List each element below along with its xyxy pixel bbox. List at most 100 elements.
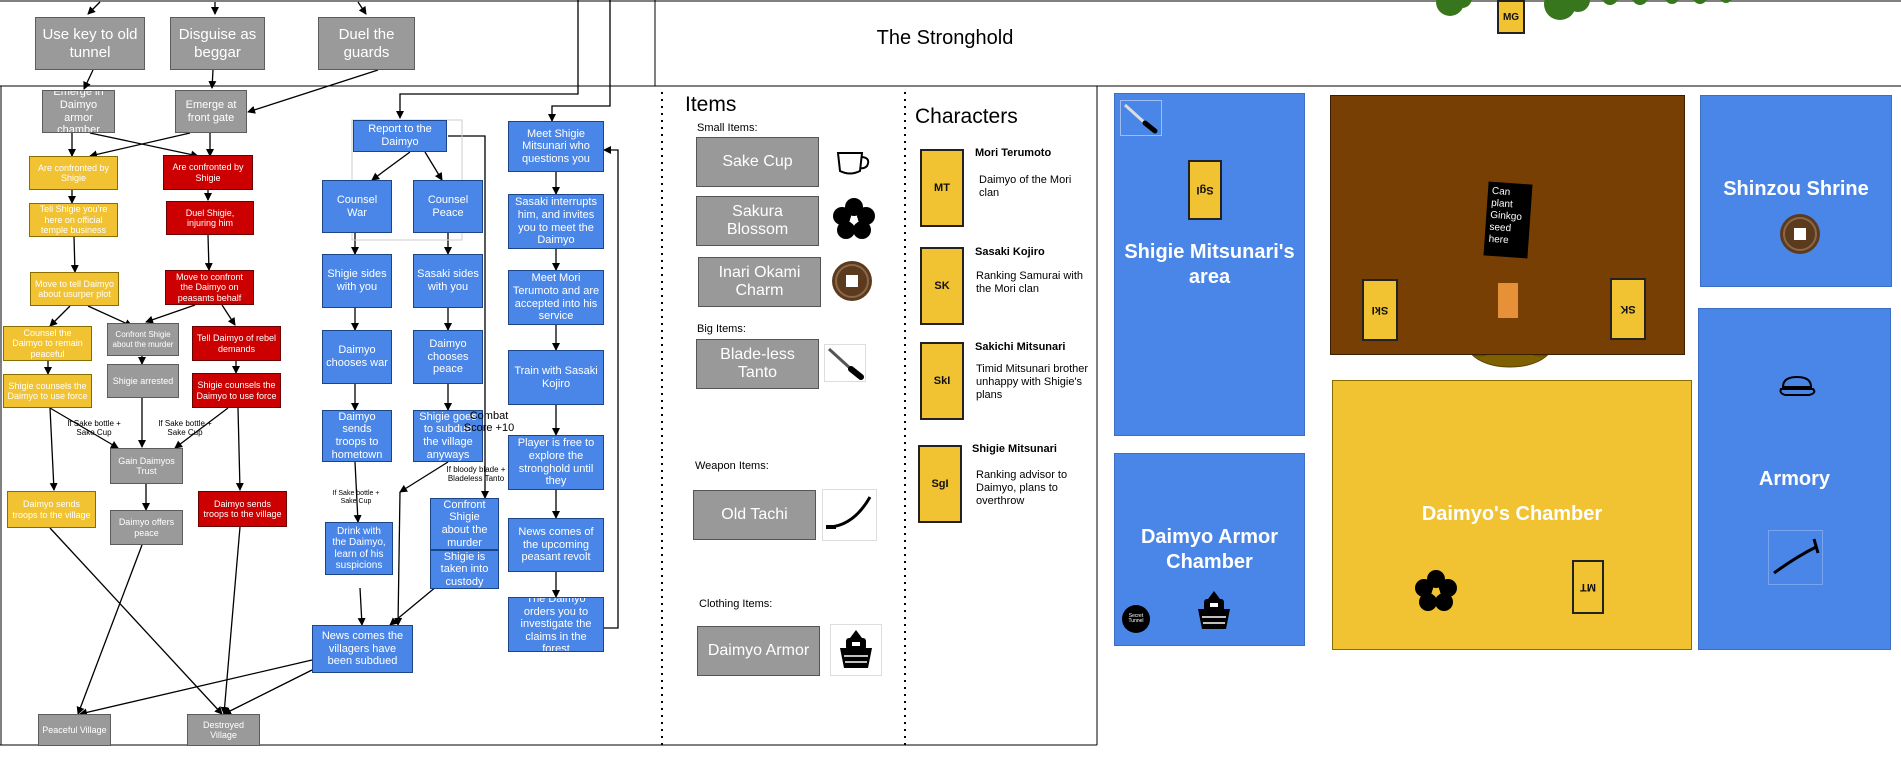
sakura-blossom-icon xyxy=(830,196,878,244)
map-armor-icon xyxy=(1188,585,1240,637)
map-tag-mt: MT xyxy=(1572,560,1604,614)
node-red-sends-troops[interactable]: Daimyo sends troops to the village xyxy=(198,491,287,527)
edge-label-sake-right: If Sake bottle + Sake Cup xyxy=(158,419,212,437)
node-yellow-shigie-force[interactable]: Shigie counsels the Daimyo to use force xyxy=(3,374,92,408)
room-shigie-area[interactable] xyxy=(1114,93,1305,436)
node-gray-offers-peace[interactable]: Daimyo offers peace xyxy=(110,510,183,545)
node-blue-confront-murder[interactable]: Confront Shigie about the murder xyxy=(430,498,499,550)
map-tag-sk: SK xyxy=(1610,278,1646,340)
big-items-label: Big Items: xyxy=(697,323,746,335)
node-taken-custody[interactable]: Shigie is taken into custody xyxy=(430,550,499,589)
ginkgo-trunk-icon xyxy=(1498,283,1518,318)
node-news-revolt[interactable]: News comes of the upcoming peasant revol… xyxy=(508,518,604,572)
node-emerge-front-gate[interactable]: Emerge at front gate xyxy=(175,90,247,133)
char-tag-sgi: SgI xyxy=(918,445,962,523)
item-old-tachi[interactable]: Old Tachi xyxy=(693,490,816,540)
node-meet-shigie[interactable]: Meet Shigie Mitsunari who questions you xyxy=(508,121,604,172)
node-red-move-confront[interactable]: Move to confront the Daimyo on peasants … xyxy=(165,270,254,305)
char-desc-shigie: Ranking advisor to Daimyo, plans to over… xyxy=(976,469,1068,508)
stronghold-title: The Stronghold xyxy=(876,27,1014,49)
node-free-explore[interactable]: Player is free to explore the stronghold… xyxy=(508,435,604,490)
room-armory[interactable] xyxy=(1698,308,1891,650)
node-red-shigie-force[interactable]: Shigie counsels the Daimyo to use force xyxy=(192,373,281,408)
edge-label-sake-left: If Sake bottle + Sake Cup xyxy=(67,419,121,437)
node-use-key-tunnel[interactable]: Use key to old tunnel xyxy=(35,17,145,70)
node-yellow-move-tell[interactable]: Move to tell Daimyo about usurper plot xyxy=(30,272,119,306)
node-orders-investigate[interactable]: The Daimyo orders you to investigate the… xyxy=(508,597,604,652)
sake-cup-icon xyxy=(832,142,876,182)
char-tag-sk: SK xyxy=(920,247,964,325)
connectors xyxy=(44,0,619,717)
item-daimyo-armor[interactable]: Daimyo Armor xyxy=(697,626,820,676)
node-emerge-armor-chamber[interactable]: Emerge in Daimyo armor chamber xyxy=(42,90,115,133)
room-title-shigie: Shigie Mitsunari's area xyxy=(1124,241,1295,288)
room-title-shrine: Shinzou Shrine xyxy=(1723,178,1869,200)
node-drink-daimyo[interactable]: Drink with the Daimyo, learn of his susp… xyxy=(325,522,393,575)
node-red-confronted[interactable]: Are confronted by Shigie xyxy=(163,155,253,190)
room-title-daimyo: Daimyo's Chamber xyxy=(1421,503,1603,525)
node-chooses-war[interactable]: Daimyo chooses war xyxy=(322,330,392,384)
node-chooses-peace[interactable]: Daimyo chooses peace xyxy=(413,330,483,384)
node-news-subdued[interactable]: News comes the villagers have been subdu… xyxy=(312,625,413,673)
node-gray-confront-murder[interactable]: Confront Shigie about the murder xyxy=(107,323,179,356)
map-sakura-icon xyxy=(1412,568,1460,616)
char-name-sasaki: Sasaki Kojiro xyxy=(975,246,1045,258)
room-title-armor: Daimyo Armor Chamber xyxy=(1140,526,1279,573)
characters-heading: Characters xyxy=(915,105,1018,128)
node-shigie-subdue[interactable]: Shigie goes to subdue the village anyway… xyxy=(413,410,483,462)
small-items-label: Small Items: xyxy=(697,122,758,134)
node-yellow-sends-troops[interactable]: Daimyo sends troops to the village xyxy=(7,491,96,528)
node-counsel-war[interactable]: Counsel War xyxy=(322,180,392,233)
weapon-items-label: Weapon Items: xyxy=(695,460,769,472)
node-train-sasaki[interactable]: Train with Sasaki Kojiro xyxy=(508,350,604,405)
node-yellow-tell-official[interactable]: Tell Shigie you're here on official temp… xyxy=(29,203,118,237)
node-shigie-sides[interactable]: Shigie sides with you xyxy=(322,254,392,308)
node-report-daimyo[interactable]: Report to the Daimyo xyxy=(353,120,447,152)
char-desc-mori: Daimyo of the Mori clan xyxy=(979,174,1072,200)
char-desc-sakichi: Timid Mitsunari brother unhappy with Shi… xyxy=(976,363,1089,402)
node-meet-mori[interactable]: Meet Mori Terumoto and are accepted into… xyxy=(508,270,604,325)
daimyo-armor-icon xyxy=(830,624,882,676)
edge-label-bloody-blade: If bloody blade + Bladeless Tanto xyxy=(446,465,506,483)
shrine-charm-icon xyxy=(1776,210,1824,258)
edge-label-sake-small: If Sake bottle + Sake Cup xyxy=(332,490,380,505)
item-sakura-blossom[interactable]: Sakura Blossom xyxy=(696,196,819,246)
tanto-icon xyxy=(824,344,866,382)
inari-charm-icon xyxy=(830,259,874,303)
node-duel-guards[interactable]: Duel the guards xyxy=(318,17,415,70)
node-sends-hometown[interactable]: Daimyo sends troops to hometown xyxy=(322,410,392,462)
node-sasaki-interrupts[interactable]: Sasaki interrupts him, and invites you t… xyxy=(508,194,604,249)
map-tanto-icon xyxy=(1120,100,1162,136)
sake-cup-map-icon xyxy=(1778,372,1818,402)
node-counsel-peace[interactable]: Counsel Peace xyxy=(413,180,483,233)
item-bladeless-tanto[interactable]: Blade-less Tanto xyxy=(696,339,819,389)
node-sasaki-sides[interactable]: Sasaki sides with you xyxy=(413,254,483,308)
node-gray-arrested[interactable]: Shigie arrested xyxy=(107,364,179,398)
clothing-items-label: Clothing Items: xyxy=(699,598,773,610)
item-inari-charm[interactable]: Inari Okami Charm xyxy=(698,257,821,307)
room-shrine[interactable] xyxy=(1700,95,1892,287)
node-peaceful-village[interactable]: Peaceful Village xyxy=(38,714,111,746)
item-sake-cup[interactable]: Sake Cup xyxy=(696,137,819,187)
char-name-mori: Mori Terumoto xyxy=(975,147,1052,159)
secret-tunnel-marker[interactable]: Secret Tunnel xyxy=(1122,605,1150,633)
room-daimyo-chamber[interactable] xyxy=(1332,380,1692,650)
tachi-icon xyxy=(822,489,877,541)
char-name-sakichi: Sakichi Mitsunari xyxy=(975,341,1066,353)
tree-icons xyxy=(1436,0,1732,20)
node-gray-gain-trust[interactable]: Gain Daimyos Trust xyxy=(110,448,183,484)
node-red-tell-rebel[interactable]: Tell Daimyo of rebel demands xyxy=(192,326,281,361)
char-desc-sasaki: Ranking Samurai with the Mori clan xyxy=(976,270,1083,296)
node-disguise-beggar[interactable]: Disguise as beggar xyxy=(170,17,265,70)
items-heading: Items xyxy=(685,93,737,116)
room-title-armory: Armory xyxy=(1758,468,1831,490)
node-red-duel[interactable]: Duel Shigie, injuring him xyxy=(166,201,254,235)
char-tag-ski: SkI xyxy=(920,342,964,420)
map-tag-mg: MG xyxy=(1497,0,1525,34)
char-name-shigie: Shigie Mitsunari xyxy=(972,443,1057,455)
edge-label-combat: Combat Score +10 xyxy=(463,410,515,435)
node-yellow-counsel-peaceful[interactable]: Counsel the Daimyo to remain peaceful xyxy=(3,326,92,361)
node-destroyed-village[interactable]: Destroyed Village xyxy=(187,714,260,746)
node-yellow-confronted[interactable]: Are confronted by Shigie xyxy=(29,156,118,190)
map-tag-sgi: SgI xyxy=(1188,160,1222,220)
